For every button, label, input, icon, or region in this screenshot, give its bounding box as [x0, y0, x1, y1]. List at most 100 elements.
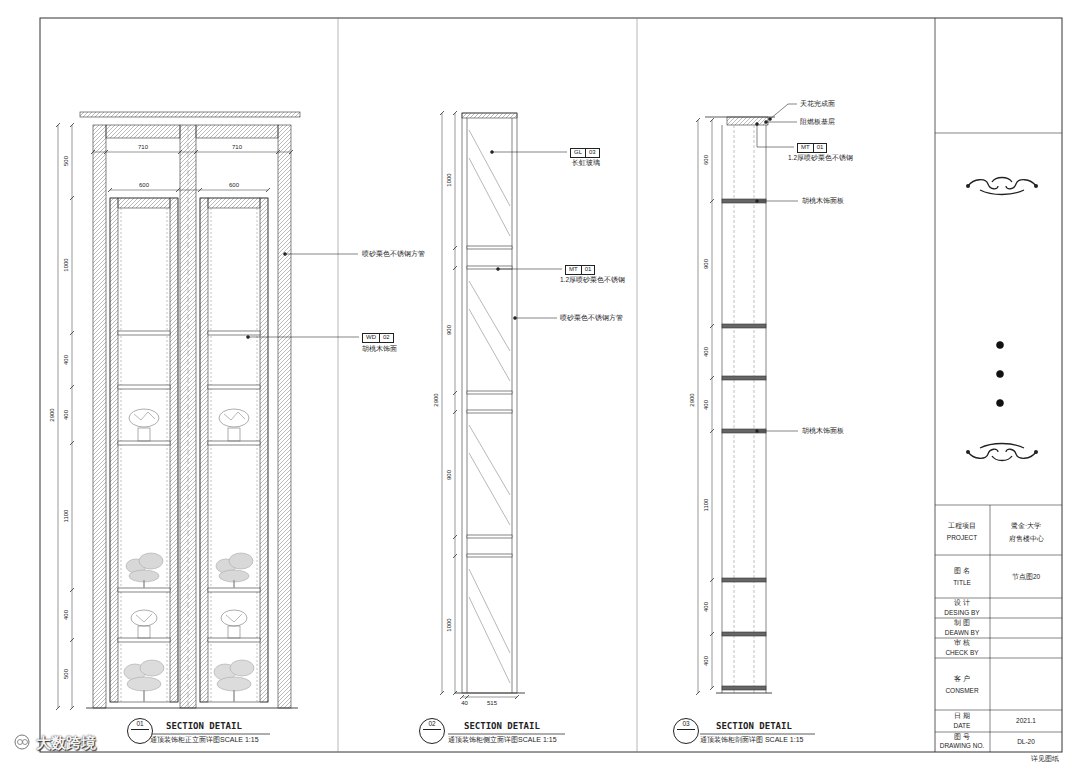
panel-divider	[338, 18, 339, 752]
cabinet-frame	[200, 198, 268, 702]
decor-tree	[233, 580, 235, 588]
dimension-tick	[70, 196, 74, 200]
leader-dot	[769, 118, 772, 121]
drawing-line	[754, 125, 755, 693]
dimension-tick	[710, 632, 714, 636]
title-block-text: PROJECT	[947, 534, 977, 541]
tag-code: MT	[566, 266, 581, 274]
decor-plant	[131, 610, 157, 626]
decor-tree	[143, 690, 145, 702]
title-block-text: 客 户	[954, 675, 970, 682]
title-underline	[448, 734, 565, 735]
decor-plant	[226, 614, 242, 622]
walnut-shelf	[722, 324, 766, 328]
leader-dot	[497, 268, 500, 271]
title-block-line	[935, 618, 1062, 619]
dimension-text: 1100	[703, 499, 710, 512]
marker-bar	[677, 729, 695, 730]
dimension-text: 500	[63, 669, 70, 679]
drawing-name: 通顶装饰柜侧立面详图SCALE 1:15	[448, 736, 557, 744]
tag-code: 02	[379, 334, 393, 342]
dimension-text: 900	[703, 259, 710, 269]
decor-tree	[140, 660, 164, 676]
dimension-tick	[710, 429, 714, 433]
cabinet-side	[200, 198, 208, 702]
title-block-line	[935, 732, 1062, 733]
title-block-border	[935, 18, 936, 752]
leader-dot	[284, 253, 287, 256]
glass-hatch	[469, 425, 510, 495]
title-block-line	[990, 505, 991, 752]
ornament-dot	[1034, 450, 1038, 454]
decor-vase	[138, 428, 150, 441]
title-block-text: 图 号	[954, 733, 970, 740]
drawing-line	[512, 118, 513, 693]
dimension-tick	[178, 150, 182, 154]
title-block-text: 图 名	[954, 567, 970, 574]
leader-dot	[756, 200, 759, 203]
leader-dot	[491, 151, 494, 154]
dimension-tick	[198, 188, 202, 192]
decor-plant	[136, 614, 152, 622]
dimension-text: 900	[446, 325, 453, 335]
shelf	[467, 554, 512, 557]
title-block-text: DEAWN BY	[945, 629, 979, 636]
marker-bar	[423, 729, 441, 730]
cabinet-side	[170, 198, 178, 702]
dimension-line	[462, 697, 517, 698]
dimension-text: 1100	[63, 510, 70, 523]
watermark-logo	[23, 740, 28, 745]
dimension-tick	[453, 554, 457, 558]
drawing-name: 通顶装饰柜正立面详图SCALE 1:15	[150, 736, 259, 744]
shelf	[467, 266, 512, 269]
walnut-shelf	[722, 686, 766, 690]
dimension-tick	[453, 691, 457, 695]
decor-vase	[228, 428, 240, 441]
section-number: 03	[674, 721, 698, 728]
ornament-dot	[1034, 184, 1038, 188]
glass-hatch	[469, 453, 510, 525]
drawing-line	[257, 208, 258, 702]
title-block-line	[935, 638, 1062, 639]
dimension-text: 400	[703, 400, 710, 410]
dimension-tick	[440, 111, 444, 115]
center-line	[188, 125, 189, 708]
title-block-text: DL-20	[1017, 738, 1035, 745]
leader-dot	[514, 317, 517, 320]
marker-bar	[131, 729, 149, 730]
decor-tree	[230, 660, 254, 676]
dimension-line	[58, 125, 59, 708]
material-note: 胡桃木饰面	[362, 345, 397, 352]
dimension-text: 600	[703, 155, 710, 165]
dimension-text: 710	[138, 144, 148, 151]
title-block-text: CHECK BY	[945, 649, 978, 656]
watermark-logo	[15, 735, 29, 749]
leader-line	[498, 269, 562, 270]
dimension-text: 1000	[446, 173, 453, 186]
dimension-text: 400	[703, 602, 710, 612]
walnut-shelf	[118, 588, 170, 592]
dimension-text: 500	[63, 156, 70, 166]
cabinet-frame	[110, 198, 178, 702]
sheet-border	[40, 18, 1062, 752]
decor-tree	[233, 690, 235, 702]
title-block-line	[935, 555, 1062, 556]
glass-hatch	[469, 597, 510, 683]
dimension-text: 400	[63, 410, 70, 420]
dimension-tick	[710, 578, 714, 582]
dimension-tick	[176, 188, 180, 192]
dimension-text: 400	[63, 610, 70, 620]
dimension-tick	[453, 266, 457, 270]
dimension-tick	[453, 246, 457, 250]
dimension-line	[72, 125, 73, 708]
dimension-tick	[91, 150, 95, 154]
tag-code: GL	[571, 149, 585, 157]
decor-tree	[139, 553, 163, 569]
dimension-tick	[710, 118, 714, 122]
material-note: 长虹玻璃	[572, 159, 600, 166]
dimension-tick	[515, 695, 519, 699]
dimension-text: 1000	[446, 618, 453, 631]
floor-line	[455, 693, 525, 694]
leader-line	[757, 124, 794, 147]
cabinet-outline	[462, 113, 517, 693]
